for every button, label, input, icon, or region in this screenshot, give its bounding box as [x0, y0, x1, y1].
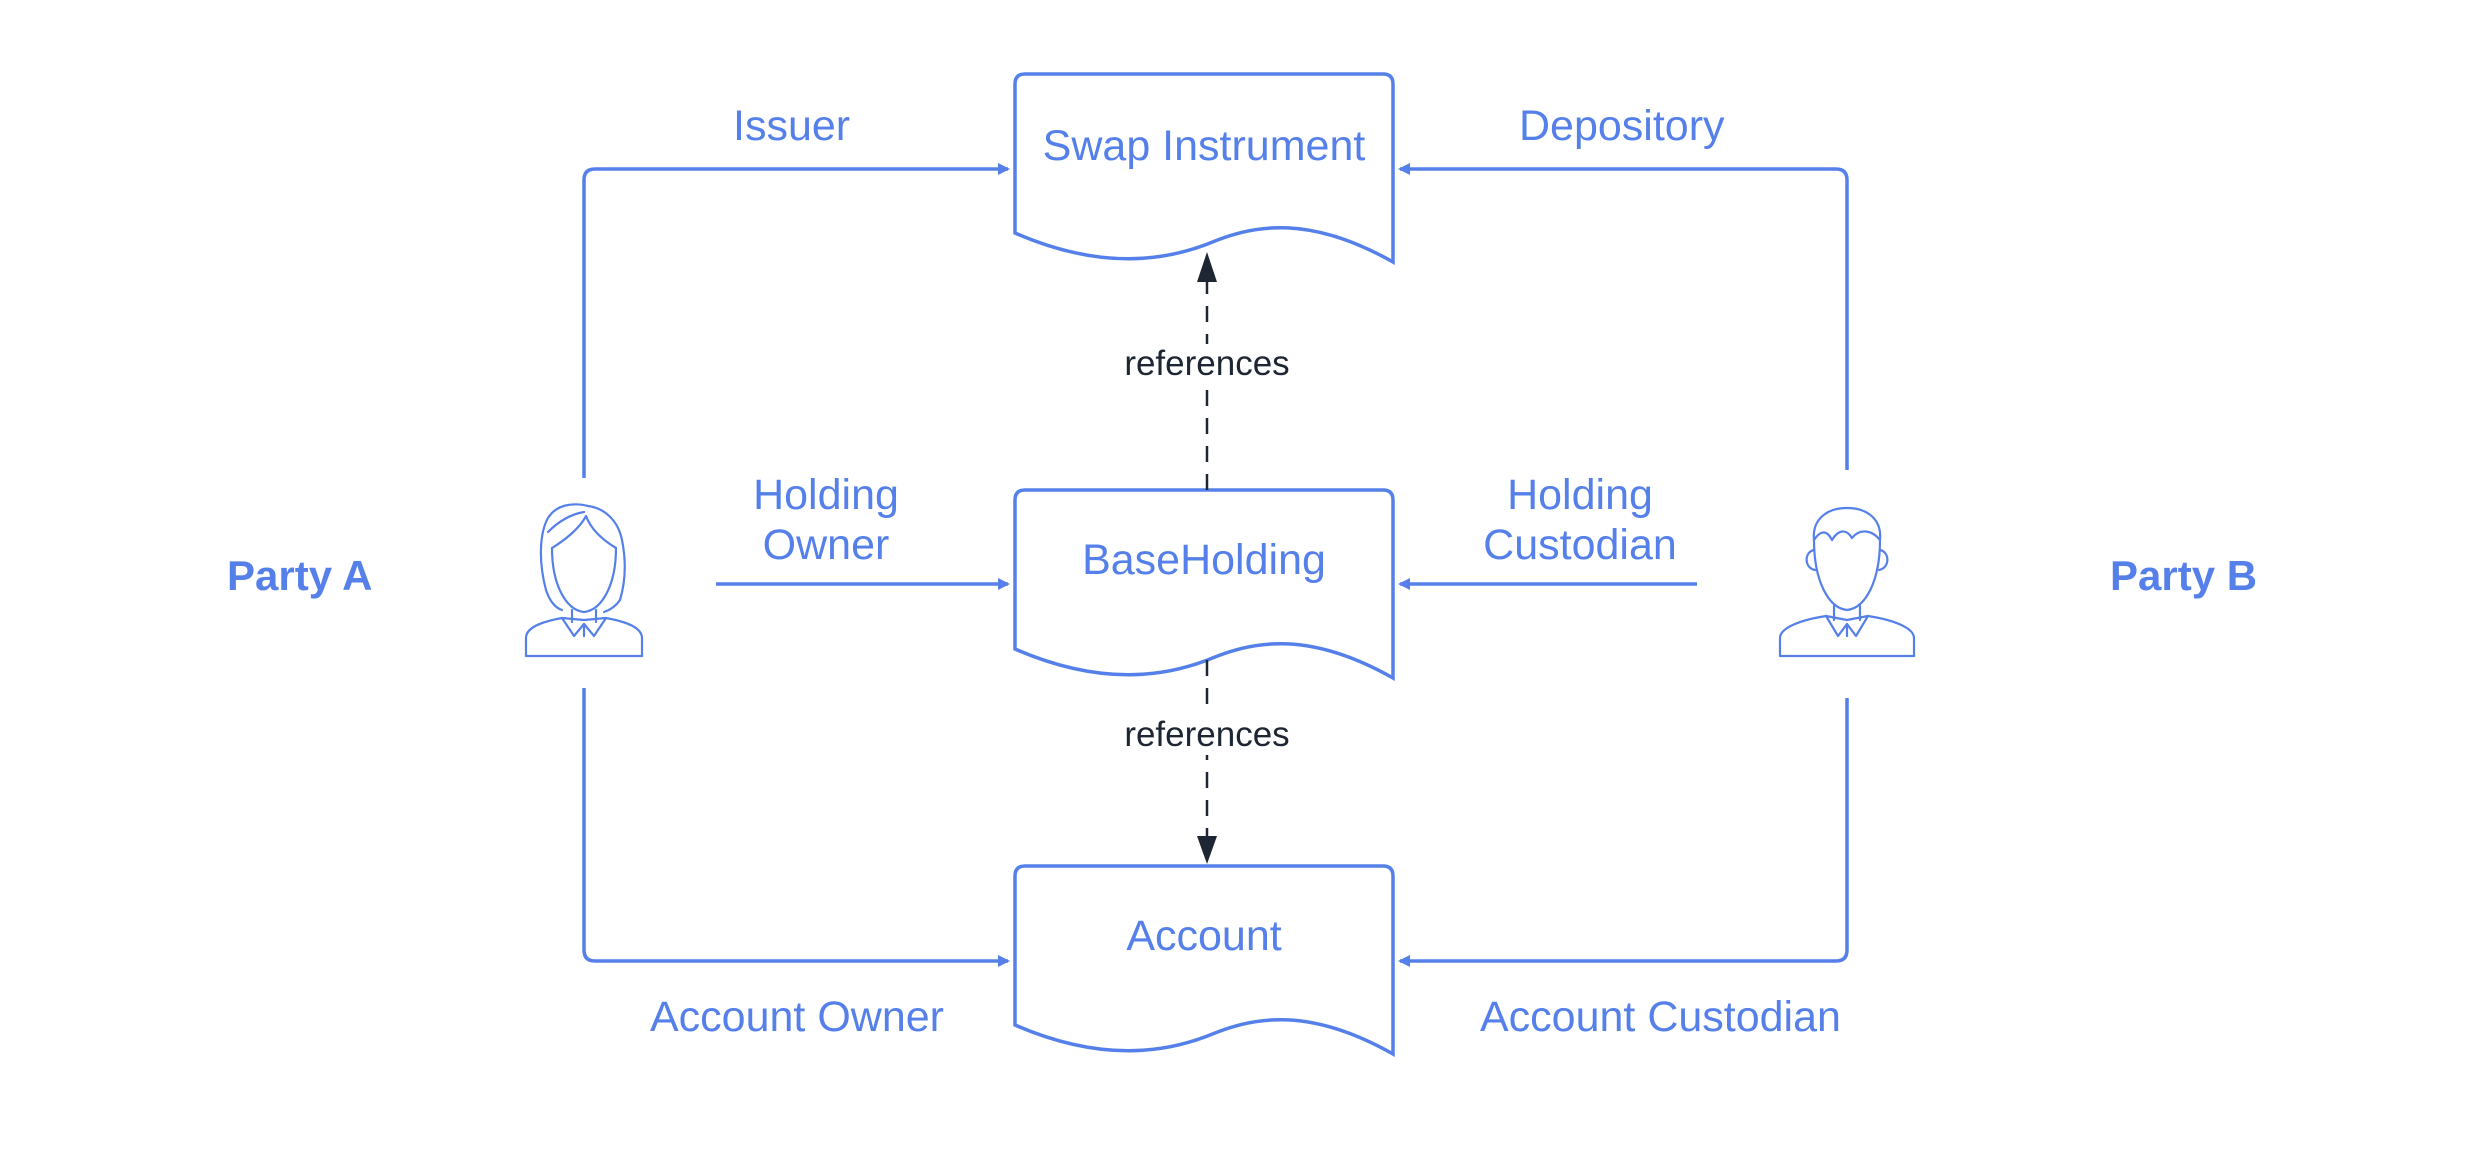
account-owner-connector[interactable]: [582, 688, 1010, 967]
account-document[interactable]: [1013, 864, 1395, 1058]
account-custodian-label: Account Custodian: [1480, 993, 1841, 1041]
reference-down-label: references: [1097, 715, 1317, 755]
reference-up-label: references: [1097, 344, 1317, 384]
holding-custodian-label-line2: Custodian: [1483, 521, 1677, 569]
holding-owner-label-line1: Holding: [753, 471, 899, 519]
baseholding-document[interactable]: [1013, 488, 1395, 682]
reference-down-arrowhead: [1197, 836, 1217, 864]
reference-up-arrowhead: [1197, 252, 1217, 282]
holding-owner-label: Holding Owner: [726, 470, 926, 570]
party-b-label: Party B: [2110, 552, 2258, 599]
issuer-connector[interactable]: [582, 163, 1010, 478]
holding-custodian-label-line1: Holding: [1507, 471, 1653, 519]
holding-custodian-label: Holding Custodian: [1460, 470, 1700, 570]
baseholding-label: BaseHolding: [1082, 536, 1326, 584]
male-user-icon: [1778, 506, 1916, 658]
holding-owner-label-line2: Owner: [762, 521, 890, 569]
issuer-label: Issuer: [733, 102, 851, 150]
account-custodian-connector[interactable]: [1398, 698, 1849, 967]
swap-instrument-label: Swap Instrument: [1042, 122, 1366, 170]
depository-connector[interactable]: [1398, 163, 1849, 470]
account-label: Account: [1126, 912, 1282, 960]
depository-label: Depository: [1519, 102, 1725, 150]
female-user-icon: [524, 503, 644, 658]
party-a-label: Party A: [227, 552, 373, 599]
swap-instrument-document[interactable]: [1013, 72, 1395, 266]
account-owner-label: Account Owner: [650, 993, 944, 1041]
